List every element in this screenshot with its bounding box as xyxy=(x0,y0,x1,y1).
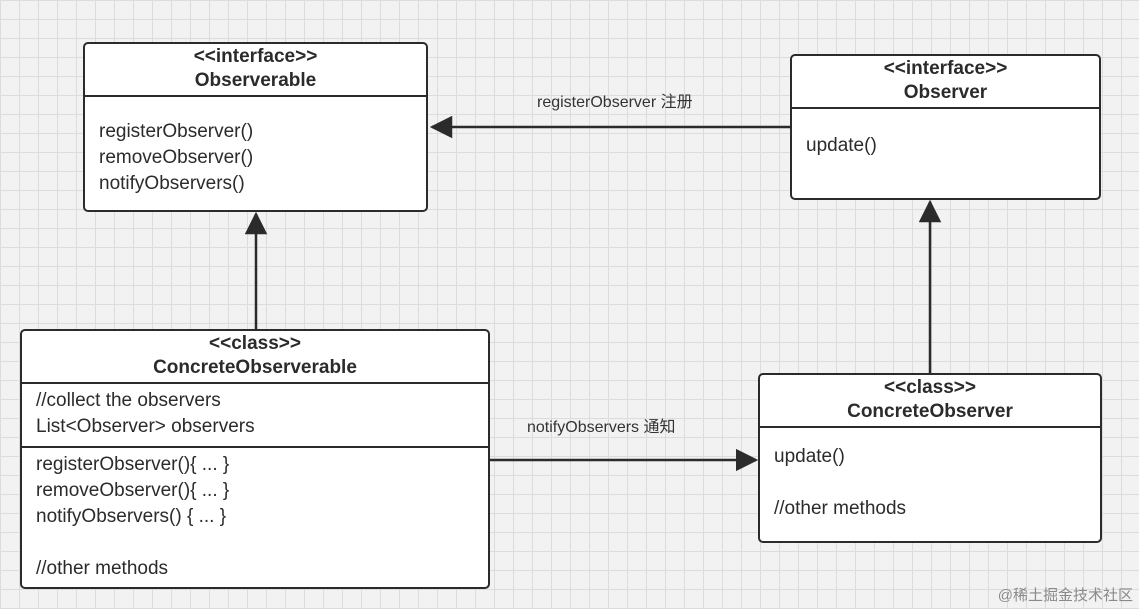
observable-interface-methods: registerObserver() removeObserver() noti… xyxy=(85,97,426,197)
method-spacer xyxy=(774,470,1086,496)
concrete-observer-methods: update() //other methods xyxy=(760,428,1100,522)
concrete-observable-methods: registerObserver(){ ... } removeObserver… xyxy=(22,448,488,582)
concrete-observable-stereotype: <<class>> xyxy=(209,333,301,354)
method-other-comment: //other methods xyxy=(36,558,169,579)
method-remove-impl: removeObserver(){ ... } xyxy=(36,480,230,501)
concrete-observable-fields: //collect the observers List<Observer> o… xyxy=(22,384,488,448)
method-update-impl: update() xyxy=(774,446,845,467)
observable-interface-box[interactable]: <<interface>> Observerable registerObser… xyxy=(83,42,428,212)
method-notify-impl: notifyObservers() { ... } xyxy=(36,506,227,527)
observable-interface-header: <<interface>> Observerable xyxy=(85,44,426,97)
notify-connector-label: notifyObservers 通知 xyxy=(527,419,676,436)
observer-interface-box[interactable]: <<interface>> Observer update() xyxy=(790,54,1101,200)
watermark: @稀土掘金技术社区 xyxy=(997,587,1133,604)
field-observers-list: List<Observer> observers xyxy=(36,416,255,437)
concrete-observer-header: <<class>> ConcreteObserver xyxy=(760,375,1100,428)
method-remove: removeObserver() xyxy=(99,147,254,168)
concrete-observable-box[interactable]: <<class>> ConcreteObserverable //collect… xyxy=(20,329,490,589)
concrete-observer-name: ConcreteObserver xyxy=(847,401,1013,422)
method-spacer xyxy=(36,530,474,556)
concrete-observable-header: <<class>> ConcreteObserverable xyxy=(22,331,488,384)
method-register: registerObserver() xyxy=(99,121,254,142)
concrete-observer-box[interactable]: <<class>> ConcreteObserver update() //ot… xyxy=(758,373,1102,543)
observable-interface-stereotype: <<interface>> xyxy=(193,46,318,67)
method-register-impl: registerObserver(){ ... } xyxy=(36,454,230,475)
register-connector-label: registerObserver 注册 xyxy=(537,94,693,111)
observer-interface-methods: update() xyxy=(792,109,1099,159)
observable-interface-name: Observerable xyxy=(194,70,317,91)
method-other-comment: //other methods xyxy=(774,498,907,519)
concrete-observable-name: ConcreteObserverable xyxy=(153,357,357,378)
observer-interface-name: Observer xyxy=(903,82,988,103)
method-update: update() xyxy=(806,135,877,156)
observer-interface-header: <<interface>> Observer xyxy=(792,56,1099,109)
concrete-observer-stereotype: <<class>> xyxy=(884,377,976,398)
field-comment: //collect the observers xyxy=(36,390,221,411)
method-notify: notifyObservers() xyxy=(99,173,245,194)
observer-interface-stereotype: <<interface>> xyxy=(883,58,1008,79)
